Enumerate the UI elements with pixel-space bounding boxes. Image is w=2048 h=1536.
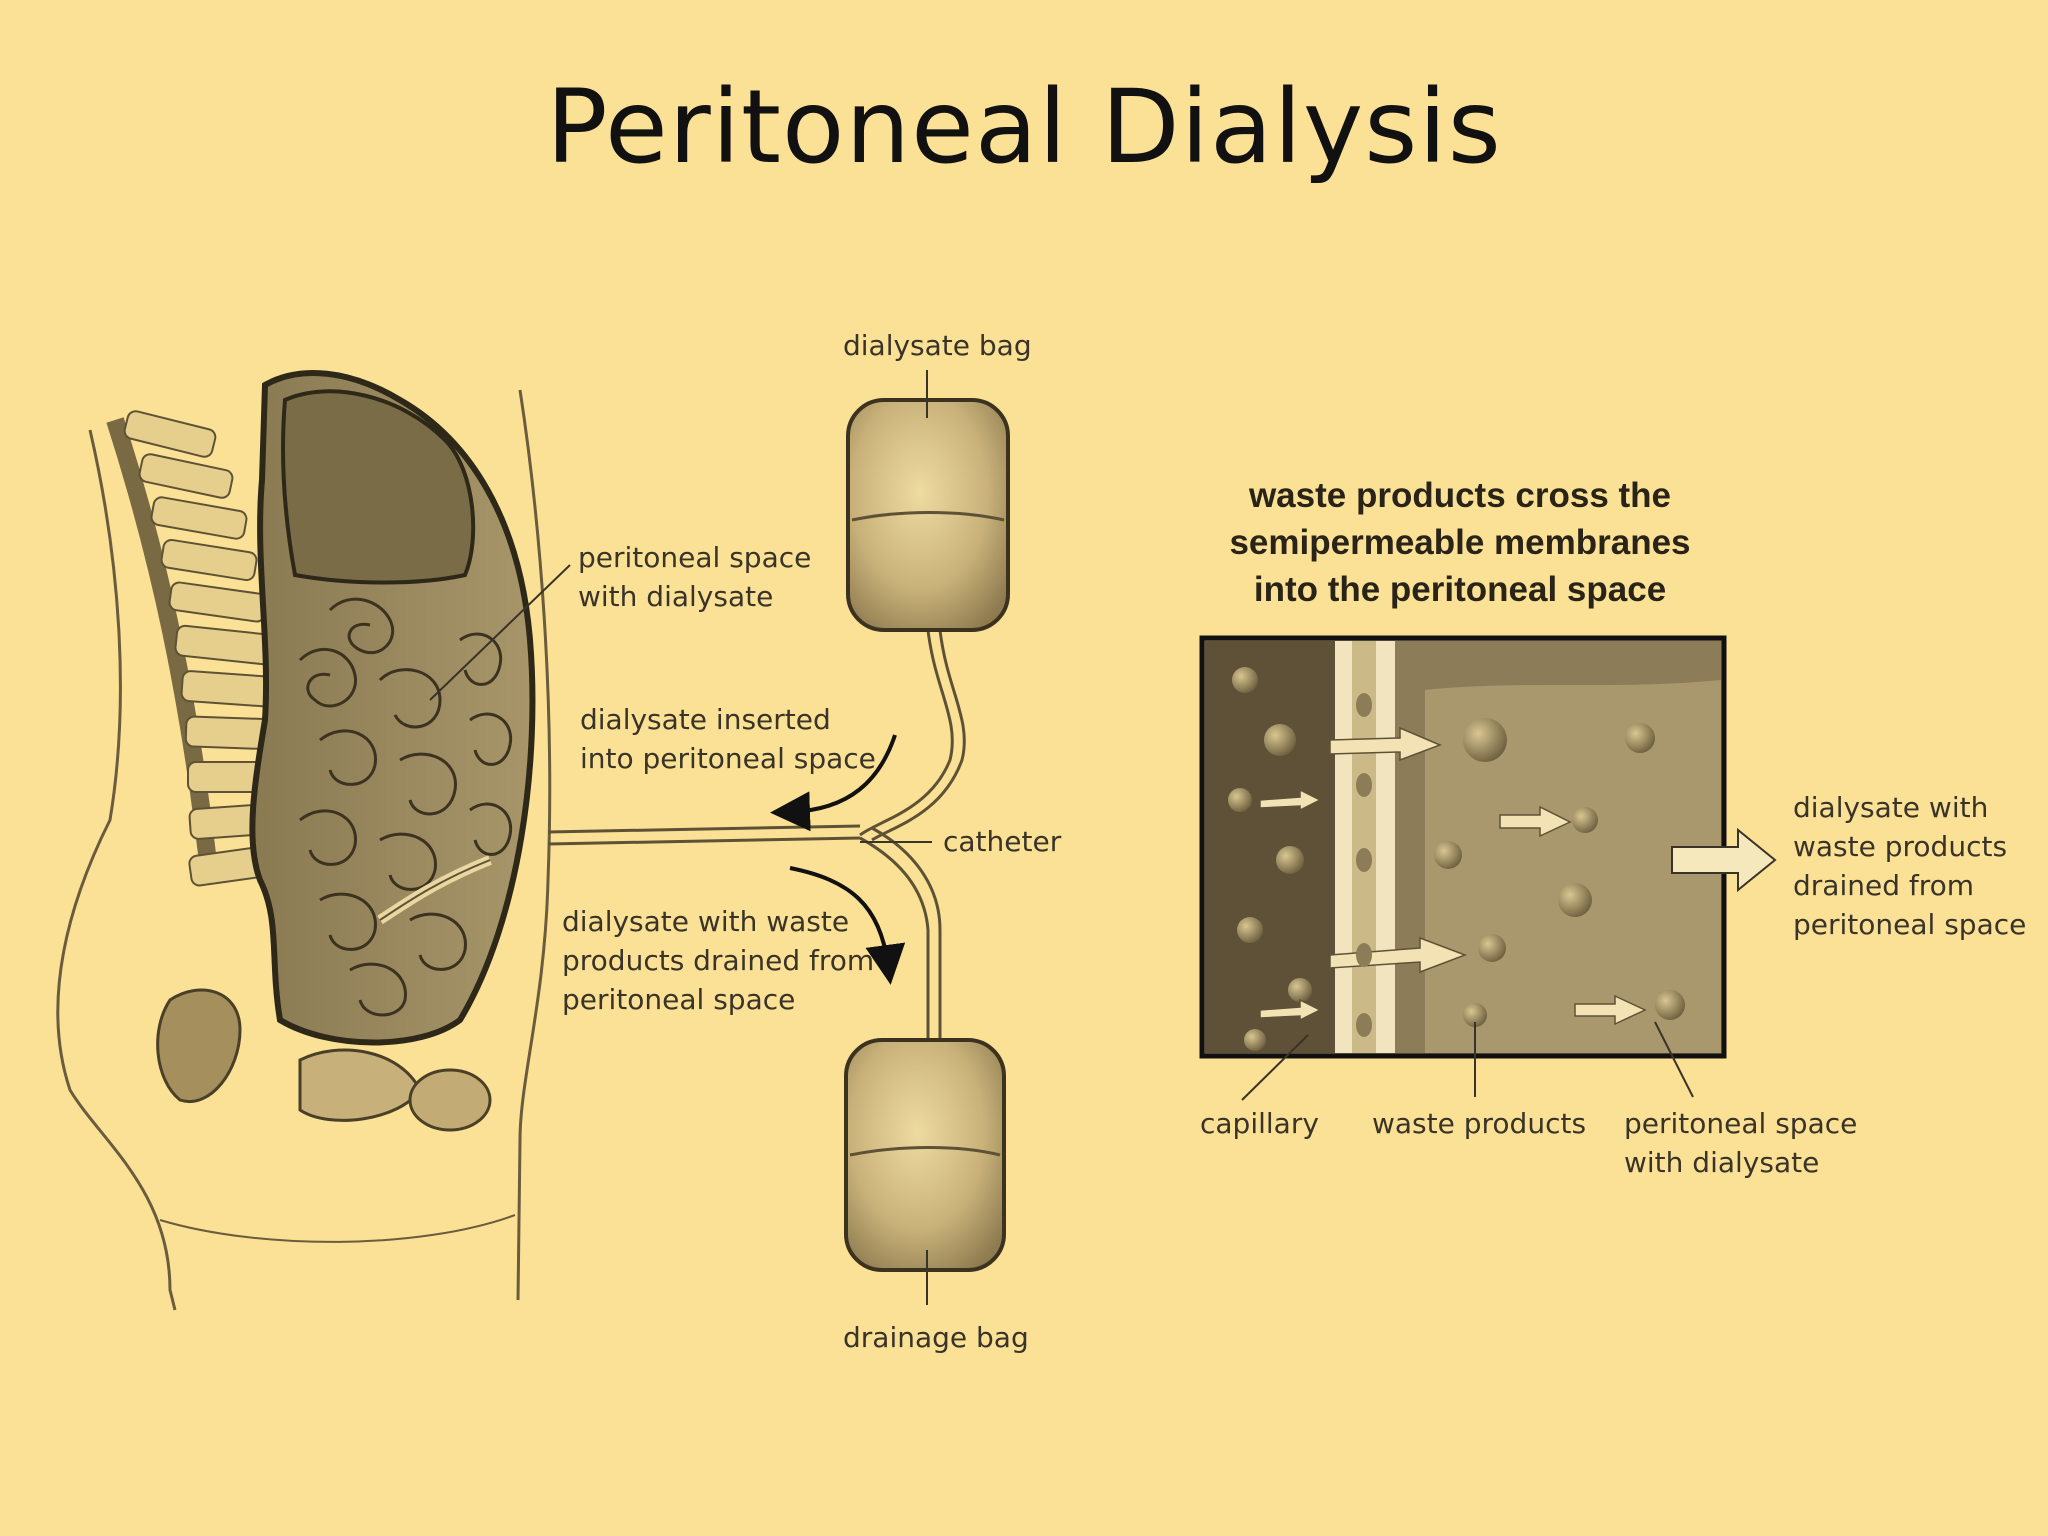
peritoneal-space-dialysate-label: peritoneal space with dialysate	[1624, 1104, 1857, 1182]
dialysate-bag-label: dialysate bag	[843, 326, 1032, 365]
membrane-heading-text: waste products cross the semipermeable m…	[1229, 476, 1690, 609]
drainage-bag-label: drainage bag	[843, 1318, 1029, 1357]
dialysate-drained-label: dialysate with waste products drained fr…	[562, 902, 874, 1019]
catheter-label: catheter	[943, 822, 1061, 861]
capillary-label: capillary	[1200, 1104, 1319, 1143]
peritoneal-space-label: peritoneal space with dialysate	[578, 538, 811, 616]
membrane-detail-box	[1202, 638, 1724, 1056]
dialysate-bag-icon	[848, 370, 1008, 630]
dialysate-inserted-label: dialysate inserted into peritoneal space	[580, 700, 876, 778]
dialysate-out-label: dialysate with waste products drained fr…	[1793, 788, 2026, 944]
membrane-heading: waste products cross the semipermeable m…	[1180, 472, 1740, 613]
drainage-bag-icon	[846, 1040, 1004, 1305]
waste-products-label: waste products	[1372, 1104, 1586, 1143]
torso-illustration	[58, 373, 550, 1310]
